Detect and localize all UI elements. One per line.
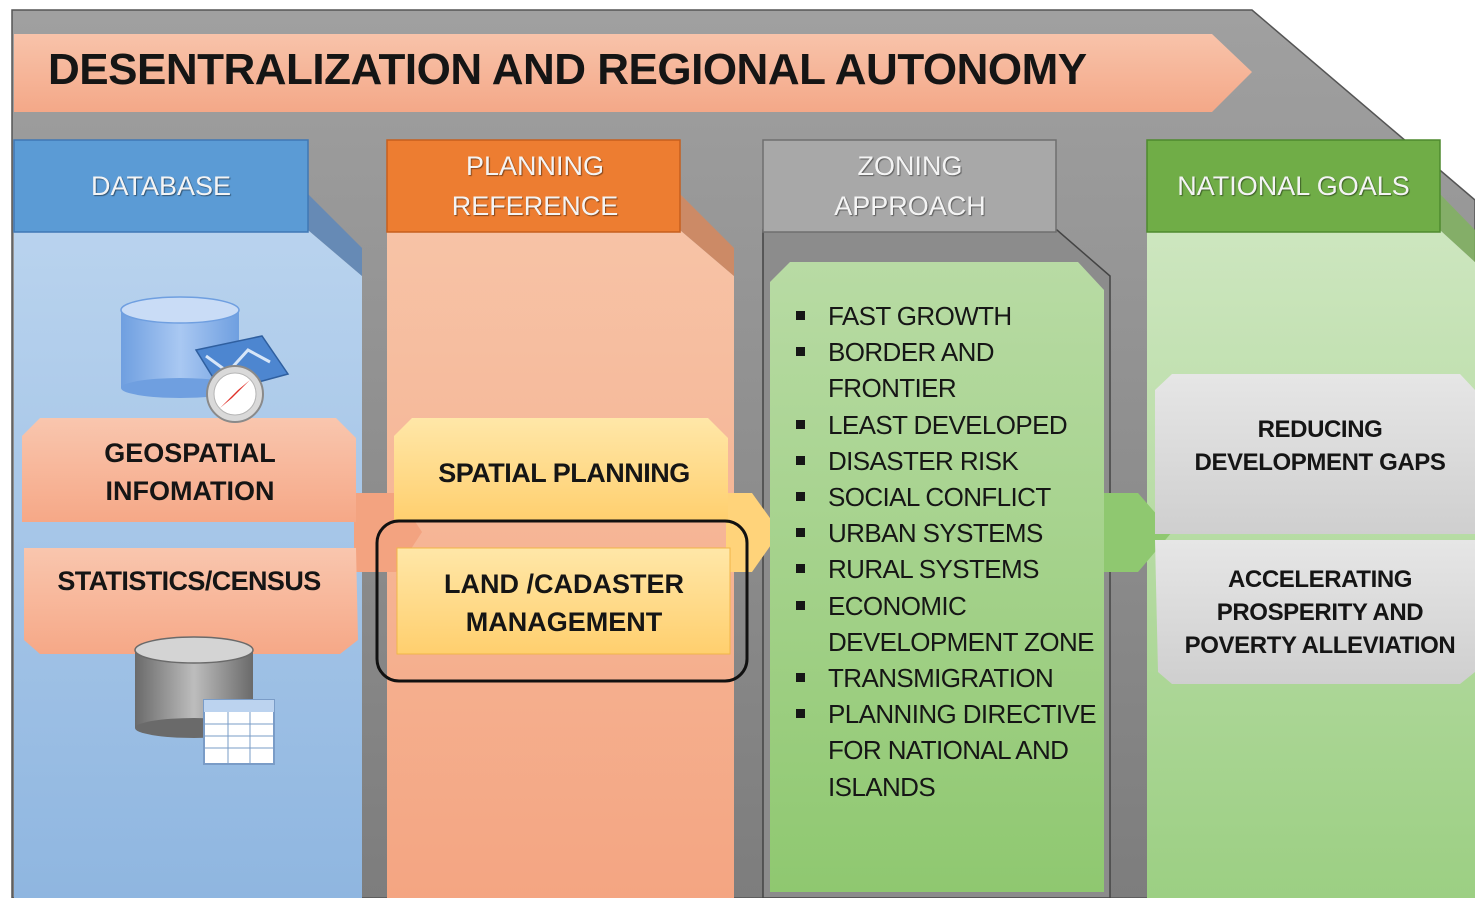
- zoning-list-item: ECONOMIC DEVELOPMENT ZONE: [772, 588, 1100, 660]
- land-cadaster-box: [396, 547, 731, 655]
- goals-header: NATIONAL GOALS: [1147, 140, 1440, 232]
- zoning-list-item: BORDER AND FRONTIER: [772, 334, 1100, 406]
- goals-header-label: NATIONAL GOALS: [1177, 171, 1410, 201]
- zoning-header-label: ZONING APPROACH: [834, 151, 986, 221]
- zoning-list-item: RURAL SYSTEMS: [772, 551, 1100, 587]
- database-header-label: DATABASE: [90, 171, 232, 201]
- arrow-zoning-to-goals: [1102, 493, 1172, 572]
- spatial-planning-label: SPATIAL PLANNING: [438, 458, 690, 488]
- goals-column-header: [1146, 139, 1441, 233]
- reducing-gaps-label: REDUCING DEVELOPMENT GAPS: [1194, 416, 1446, 476]
- zoning-list-panel: [770, 262, 1104, 892]
- zoning-list-item: LEAST DEVELOPED: [772, 407, 1100, 443]
- planning-header: PLANNING REFERENCE: [420, 140, 650, 232]
- database-table-icon: [134, 636, 275, 765]
- statistics-census-label: STATISTICS/CENSUS: [57, 566, 321, 596]
- database-map-compass-icon: [120, 296, 290, 423]
- statistics-box: [24, 548, 358, 654]
- title-banner: [14, 34, 1252, 112]
- zoning-list-item: URBAN SYSTEMS: [772, 515, 1100, 551]
- accelerating-prosperity-label: ACCELERATING PROSPERITY AND POVERTY ALLE…: [1184, 565, 1456, 659]
- diagram-title: DESENTRALIZATION AND REGIONAL AUTONOMY: [48, 45, 1087, 94]
- zoning-list-item: PLANNING DIRECTIVE FOR NATIONAL AND ISLA…: [772, 696, 1100, 805]
- database-column-header: [13, 139, 309, 233]
- land-cadaster-label: LAND /CADASTER MANAGEMENT: [444, 569, 684, 637]
- planning-header-label: PLANNING REFERENCE: [451, 151, 619, 221]
- geospatial-box: [22, 418, 356, 522]
- geospatial-info-label: GEOSPATIAL INFOMATION: [104, 438, 276, 506]
- planning-column-header: [386, 139, 681, 233]
- spatial-planning-box: [394, 418, 728, 522]
- zoning-column-header: [762, 139, 1057, 233]
- zoning-list-item: DISASTER RISK: [772, 443, 1100, 479]
- arrow-planning-to-zoning: [726, 493, 780, 572]
- zoning-list-item: FAST GROWTH: [772, 298, 1100, 334]
- zoning-list-item: TRANSMIGRATION: [772, 660, 1100, 696]
- zoning-list-item: SOCIAL CONFLICT: [772, 479, 1100, 515]
- database-header: DATABASE: [14, 140, 308, 232]
- accelerating-box: [1155, 540, 1475, 684]
- zoning-header: ZONING APPROACH: [800, 140, 1020, 232]
- reducing-gaps-box: [1155, 374, 1475, 534]
- land-cadaster-highlight: [375, 519, 749, 683]
